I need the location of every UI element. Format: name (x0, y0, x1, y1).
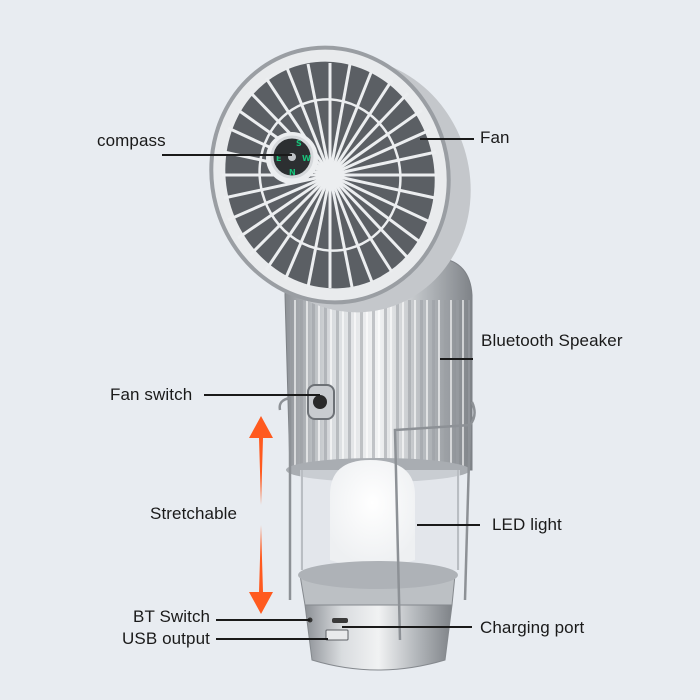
charging-port-icon[interactable] (332, 618, 348, 623)
usb-port-icon[interactable] (325, 629, 349, 641)
label-led-light: LED light (492, 515, 562, 534)
charging-port-leader-line (342, 626, 472, 628)
fan-leader-line (420, 138, 474, 140)
svg-text:W: W (302, 154, 311, 163)
label-fan-switch: Fan switch (110, 385, 193, 404)
bt-switch-leader-line (216, 619, 310, 621)
led-light-leader-line (417, 524, 480, 526)
bluetooth-speaker-leader-line (440, 358, 473, 360)
label-stretchable: Stretchable (150, 504, 238, 523)
wire-handle[interactable] (278, 396, 476, 641)
usb-output-leader-line (216, 638, 328, 640)
fan-switch-leader-line (204, 394, 320, 396)
label-usb-output: USB output (122, 629, 210, 648)
led-bulb-icon (330, 460, 415, 568)
label-compass: compass (97, 131, 166, 150)
fan-head (209, 45, 471, 313)
stretch-arrow-icon (249, 416, 273, 614)
label-bt-switch: BT Switch (133, 607, 211, 626)
bt-switch-icon[interactable] (307, 617, 313, 623)
compass-icon: S W N E (270, 135, 314, 179)
svg-text:E: E (276, 154, 281, 163)
label-fan: Fan (480, 128, 510, 147)
lantern-base (298, 561, 458, 671)
compass-leader-line (162, 154, 292, 156)
svg-text:N: N (289, 168, 296, 177)
label-bluetooth-speaker: Bluetooth Speaker (481, 331, 623, 350)
fan-switch-icon[interactable] (307, 384, 335, 420)
label-charging-port: Charging port (480, 618, 585, 637)
svg-text:S: S (296, 139, 302, 148)
